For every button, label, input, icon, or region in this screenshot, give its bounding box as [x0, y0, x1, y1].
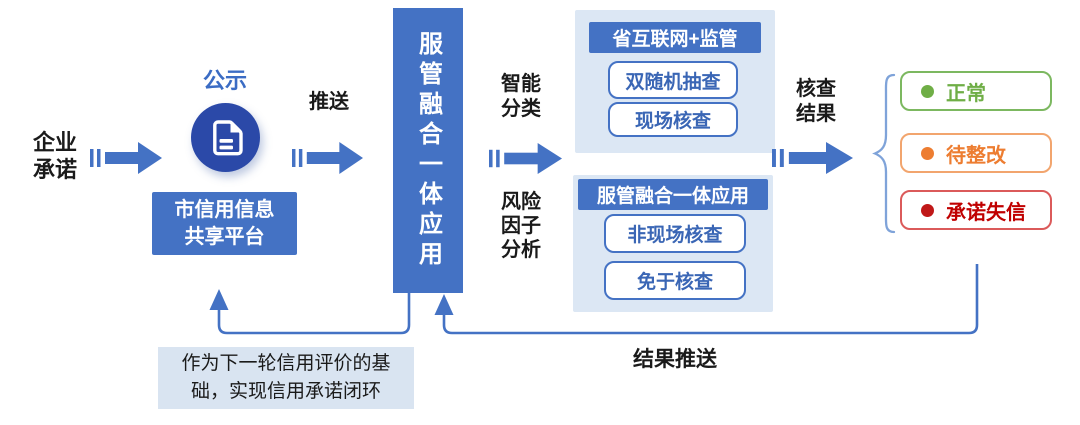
onsite-verification-pill: 现场核查: [608, 102, 738, 137]
internet-supervision-panel: 省互联网+监管 双随机抽查 现场核查: [575, 10, 775, 153]
arrow-banner-to-panels: [489, 143, 562, 174]
green-dot-icon: [921, 84, 934, 98]
exempt-verification-pill: 免于核查: [604, 261, 746, 300]
result-broken-promise-box: 承诺失信: [900, 190, 1052, 230]
service-management-integration-banner: 服管融合一体应用: [393, 8, 463, 293]
arrow-enterprise-to-platform: [90, 142, 162, 174]
up-arrowhead-icon: [209, 289, 229, 310]
city-credit-platform-box: 市信用信息 共享平台: [152, 192, 297, 255]
double-random-inspection-pill: 双随机抽查: [608, 61, 738, 99]
result-push-label: 结果推送: [633, 348, 717, 371]
document-icon: [191, 103, 260, 172]
striped-arrow-icon: [489, 143, 562, 174]
risk-factor-analysis-label: 风险 因子 分析: [501, 191, 541, 261]
banner-label: 服管融合一体应用: [414, 30, 442, 271]
arrow-platform-to-banner: [292, 142, 363, 174]
publicity-label: 公示: [202, 68, 247, 93]
integration-application-panel: 服管融合一体应用 非现场核查 免于核查: [573, 175, 773, 312]
offsite-verification-pill: 非现场核查: [604, 214, 746, 253]
striped-arrow-icon: [772, 142, 853, 174]
striped-arrow-icon: [90, 142, 162, 174]
enterprise-commitment-label: 企业 承诺: [32, 130, 77, 182]
credit-loop-note: 作为下一轮信用评价的基 础，实现信用承诺闭环: [158, 347, 414, 409]
integration-application-header: 服管融合一体应用: [578, 179, 768, 210]
result-normal-box: 正常: [900, 71, 1052, 111]
striped-arrow-icon: [292, 142, 363, 174]
result-pending-rectification-label: 待整改: [946, 144, 1006, 167]
result-pending-rectification-box: 待整改: [900, 133, 1052, 173]
orange-dot-icon: [921, 146, 934, 160]
brace-icon: [872, 73, 896, 234]
result-normal-label: 正常: [946, 82, 986, 105]
arrow-panels-to-results: [772, 142, 853, 174]
up-arrowhead-icon: [434, 294, 454, 315]
check-result-label: 核查 结果: [796, 78, 836, 125]
result-broken-promise-label: 承诺失信: [946, 201, 1026, 224]
push-label: 推送: [309, 91, 349, 113]
smart-classification-label: 智能 分类: [501, 73, 541, 120]
internet-supervision-header: 省互联网+监管: [589, 22, 761, 53]
red-dot-icon: [921, 203, 934, 217]
